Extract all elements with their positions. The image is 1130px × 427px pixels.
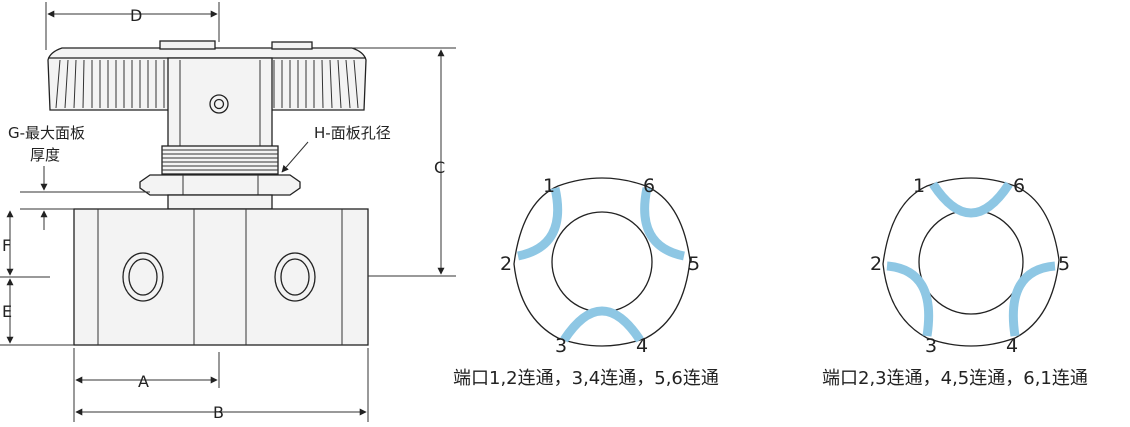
right-diagram-caption: 端口2,3连通，4,5连通，6,1连通 [822,368,1088,389]
panel-thread [161,145,279,175]
left-port-4: 4 [636,335,648,357]
left-diagram-caption: 端口1,2连通，3,4连通，5,6连通 [453,368,719,389]
dimension-label-a: A [138,372,149,391]
port-diagram-right [882,177,1060,347]
right-port-2: 2 [870,253,882,275]
left-port-3: 3 [555,335,567,357]
panel-nut [139,174,301,196]
left-port-2: 2 [500,253,512,275]
port-hole-left [122,252,164,302]
annotation-g-line1: G-最大面板 [8,124,85,142]
valve-body [73,208,369,346]
dimensions [0,2,456,422]
channel-2-3 [886,261,934,337]
dimension-label-e: E [2,302,12,321]
right-port-4: 4 [1006,335,1018,357]
right-port-5: 5 [1058,253,1070,275]
right-port-3: 3 [925,335,937,357]
dimension-label-d: D [130,6,142,25]
right-port-6: 6 [1013,175,1025,197]
channel-5-6 [640,187,686,261]
annotation-h: H-面板孔径 [314,124,391,142]
channel-4-5 [1008,261,1056,337]
left-port-5: 5 [688,253,700,275]
dimension-label-f: F [2,236,11,255]
valve-side-view [47,40,369,346]
left-port-6: 6 [643,175,655,197]
annotation-g-line2: 厚度 [30,146,60,164]
dimension-label-b: B [213,403,224,422]
channel-6-1 [929,181,1013,218]
dimension-label-c: C [434,158,445,177]
channel-3-4 [560,306,644,343]
left-port-1: 1 [543,175,555,197]
port-hole-right [274,252,316,302]
valve-stem [167,57,273,149]
right-port-1: 1 [913,175,925,197]
port-diagram-left [513,177,691,347]
channel-1-2 [516,187,563,261]
